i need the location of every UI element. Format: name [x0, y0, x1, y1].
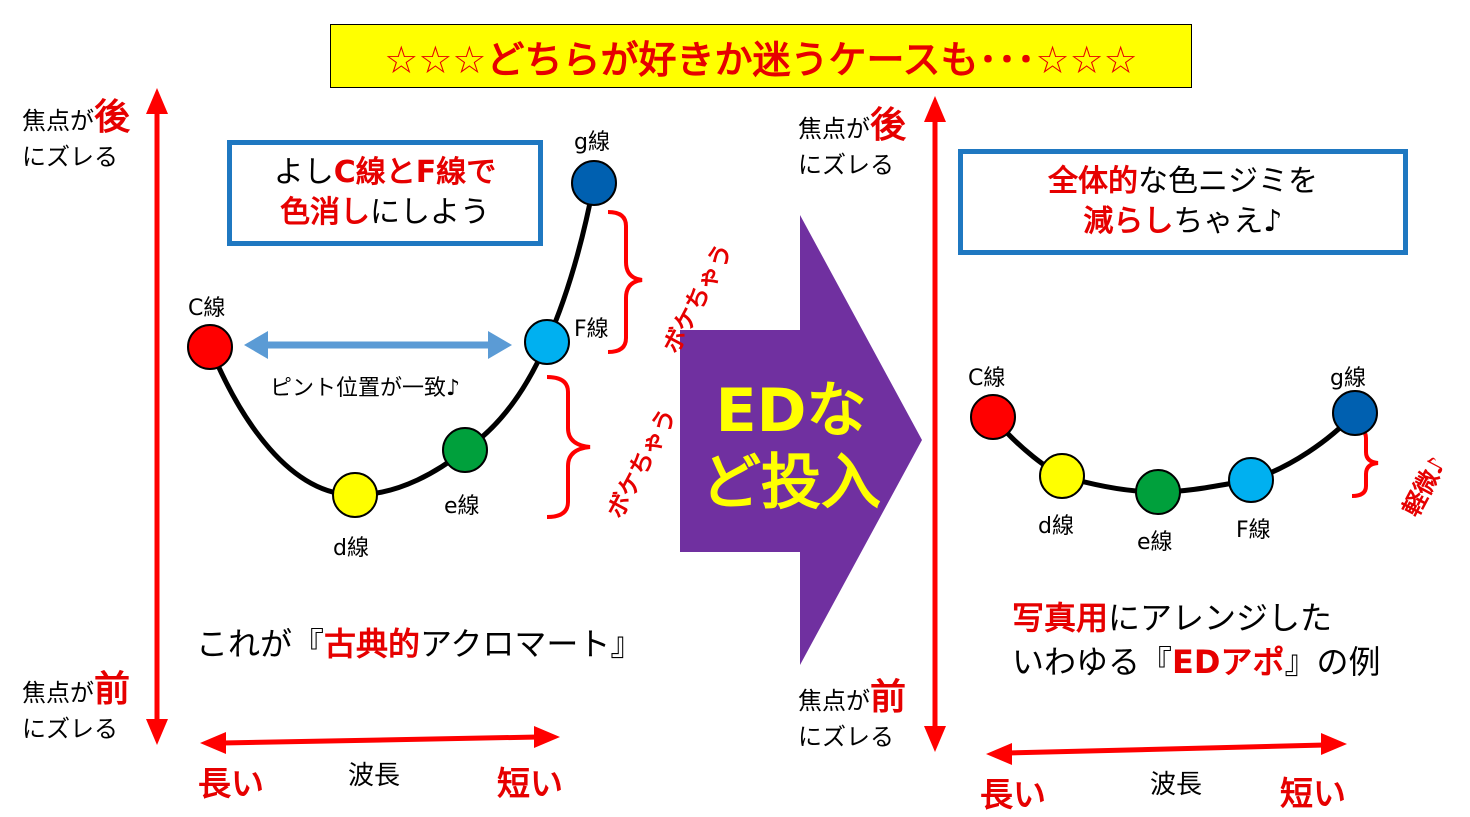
axis-bottom-emph: 前	[94, 669, 131, 710]
left-wavelength-label: 波長	[348, 761, 401, 791]
left-note-text: にしよう	[370, 195, 490, 230]
caption-text: 』の例	[1284, 643, 1381, 681]
caption-text: いわゆる『	[1012, 643, 1173, 681]
dot-g-left	[571, 160, 617, 206]
dot-e-left	[442, 427, 488, 473]
axis-bottom-prefix: 焦点が	[22, 679, 94, 707]
axis-bottom-prefix: 焦点が	[798, 687, 870, 715]
axis-top-emph: 後	[870, 105, 907, 146]
right-wavelength-axis	[986, 733, 1347, 765]
dot-f-right	[1228, 457, 1274, 503]
left-note-box: よしC線とF線で 色消しにしよう	[227, 140, 543, 246]
axis-shift-text: にズレる	[22, 715, 118, 743]
axis-top-emph: 後	[94, 97, 131, 138]
dot-f-left	[524, 319, 570, 365]
left-short-label: 短い	[497, 764, 563, 803]
left-caption: これが『古典的アクロマート』	[196, 622, 642, 666]
left-note-text: よし	[273, 155, 334, 190]
label-g-right: g線	[1330, 366, 1366, 391]
axis-shift-text: にズレる	[798, 151, 894, 179]
label-c-right: C線	[968, 366, 1006, 391]
dot-g-right	[1332, 390, 1378, 436]
dot-c-right	[970, 394, 1016, 440]
dot-d-left	[332, 472, 378, 518]
label-d-right: d線	[1038, 514, 1074, 539]
right-note-box: 全体的な色ニジミを 減らしちゃえ♪	[958, 149, 1408, 255]
caption-emph: 写真用	[1012, 599, 1109, 637]
label-c-left: C線	[188, 296, 226, 321]
left-focus-axis	[146, 88, 168, 745]
left-long-label: 長い	[198, 764, 264, 803]
caption-text: これが『	[196, 625, 325, 663]
ed-arrow-shape	[680, 215, 922, 665]
right-note-text: ちゃえ♪	[1173, 204, 1283, 239]
right-focus-axis	[924, 96, 946, 752]
left-axis-bottom-label: 焦点が前 にズレる	[22, 672, 130, 747]
left-note-emph: 色消し	[280, 195, 370, 230]
axis-top-prefix: 焦点が	[22, 107, 94, 135]
left-axis-top-label: 焦点が後 にズレる	[22, 100, 130, 175]
title-banner: ☆☆☆どちらが好きか迷うケースも･･･☆☆☆	[330, 24, 1192, 88]
left-wavelength-axis	[200, 726, 560, 754]
title-text: ☆☆☆どちらが好きか迷うケースも･･･☆☆☆	[384, 37, 1138, 82]
ed-arrow-label: EDなど投入	[701, 376, 881, 518]
axis-bottom-emph: 前	[870, 677, 907, 718]
dot-c-left	[187, 324, 233, 370]
right-long-label: 長い	[980, 775, 1046, 814]
focus-match-label: ピント位置が一致♪	[270, 376, 461, 401]
right-note-emph: 減らし	[1083, 204, 1174, 239]
right-axis-bottom-label: 焦点が前 にズレる	[798, 680, 906, 755]
bracket-lower-left	[546, 375, 591, 519]
axis-top-prefix: 焦点が	[798, 115, 870, 143]
caption-text: アクロマート』	[420, 625, 643, 663]
left-note-emph: F線で	[415, 155, 497, 190]
caption-text: にアレンジした	[1108, 599, 1333, 637]
label-g-left: g線	[574, 130, 610, 155]
right-wavelength-label: 波長	[1150, 770, 1203, 800]
label-f-right: F線	[1236, 518, 1271, 543]
right-note-emph: 全体的	[1048, 164, 1138, 199]
focus-match-arrow	[244, 331, 512, 359]
right-note-text: な色ニジミを	[1138, 164, 1318, 199]
dot-e-right	[1135, 469, 1181, 515]
axis-shift-text: にズレる	[22, 143, 118, 171]
label-f-left: F線	[574, 317, 609, 342]
label-e-left: e線	[444, 494, 480, 519]
caption-emph: 古典的	[324, 625, 421, 663]
caption-emph: EDアポ	[1172, 643, 1285, 681]
right-caption: 写真用にアレンジした いわゆる『EDアポ』の例	[1012, 596, 1380, 684]
label-d-left: d線	[333, 536, 369, 561]
bracket-right	[1351, 426, 1379, 498]
left-note-emph: C線と	[333, 155, 416, 190]
dot-d-right	[1039, 453, 1085, 499]
label-e-right: e線	[1137, 530, 1173, 555]
right-short-label: 短い	[1280, 774, 1346, 813]
right-axis-top-label: 焦点が後 にズレる	[798, 108, 906, 183]
axis-shift-text: にズレる	[798, 723, 894, 751]
bracket-upper-left	[607, 210, 643, 354]
